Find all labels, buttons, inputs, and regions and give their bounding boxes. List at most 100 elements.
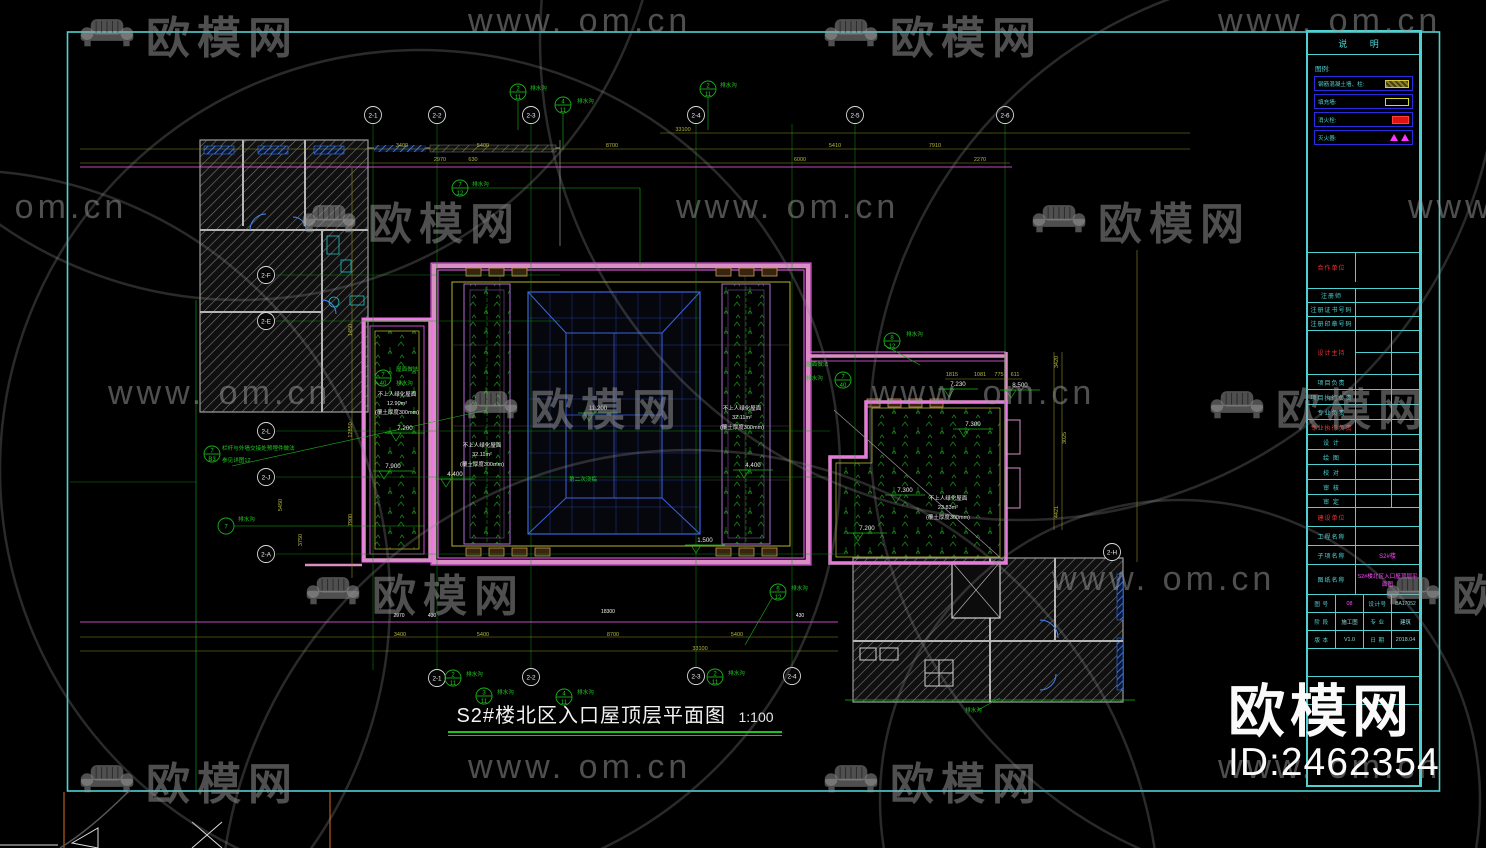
row-cooperation: 合作单位 [1308, 252, 1419, 282]
callout-sheet: 12 [889, 344, 896, 350]
annotation-text: 430 [796, 613, 805, 619]
annotation-text: 不上人绿化屋面 [378, 390, 417, 398]
annotation-text: 排水沟 [238, 515, 255, 523]
annotation-text: 参见详图12 [222, 456, 251, 464]
row-label: 子项名称 [1308, 546, 1356, 564]
elevation-value: 7.300 [897, 487, 913, 494]
annotation-text: 不上人绿化屋面 [723, 404, 762, 412]
legend-item-hydrant: 消火栓: [1314, 112, 1413, 127]
title-block-header: 说 明 [1338, 38, 1389, 49]
detail-callout [475, 687, 493, 705]
annotation-text: 不上人绿化屋面 [463, 441, 502, 449]
field-label: 图 号 [1308, 595, 1336, 612]
field-value: BA17052 [1395, 600, 1416, 607]
field-label: 专 业 [1364, 613, 1392, 630]
grid-bubble [783, 667, 801, 685]
door-arc [249, 213, 337, 315]
elevation-value: 7.230 [950, 381, 966, 388]
legend-title: 图例: [1315, 66, 1330, 73]
annotation-text: 611 [1011, 372, 1020, 378]
grid-bubble [522, 106, 540, 124]
grid-bubble [1103, 543, 1121, 561]
grid-bubble [687, 106, 705, 124]
row-empty [1308, 648, 1419, 676]
row-empty [1308, 676, 1419, 704]
detail-callout [509, 83, 527, 101]
annotation-text: (覆土厚度300mm) [460, 460, 504, 468]
annotation-text: 6000 [794, 157, 806, 163]
grid-bubble-label: 2-E [261, 318, 271, 325]
annotation-text: 33100 [692, 646, 707, 652]
drawing-title-text: S2#楼北区入口屋顶层平面图 [456, 705, 727, 727]
detail-callout [706, 668, 724, 686]
row-cert-no: 注册证书号码 [1308, 302, 1419, 316]
annotation-text: 7910 [929, 143, 941, 149]
annotation-text: 3400 [396, 143, 408, 149]
sheet-name-value: S2#楼北区入口屋顶层平面图 [1357, 573, 1418, 588]
annotation-text: 排水沟 [577, 688, 594, 696]
detail-callout [217, 517, 235, 535]
field-label: 设计号 [1364, 595, 1392, 612]
legend-label: 消火栓: [1318, 117, 1337, 124]
callout-sheet: 11 [561, 700, 568, 706]
grid-bubble [257, 422, 275, 440]
grid-bubble-label: 2-1 [368, 112, 378, 119]
row-subitem: 子项名称 S2#楼 [1308, 545, 1419, 564]
dimension-lines [80, 132, 1190, 652]
grid-bubble-label: 2-J [262, 474, 271, 481]
furniture [859, 647, 954, 687]
row-label: 注册师 [1308, 289, 1356, 302]
callout-number: 2 [451, 673, 455, 679]
annotation-text: 32.11m² [732, 415, 752, 421]
detail-callout [374, 369, 392, 387]
annotation-text: 排水沟 [728, 669, 745, 677]
row-label: 项目执行负责 [1308, 390, 1356, 404]
elevation-value: 4.400 [745, 462, 761, 469]
grid-bubble-label: 2-3 [691, 673, 701, 680]
annotation-text: 430 [428, 613, 437, 619]
grid-bubble [257, 312, 275, 330]
legend-item-concrete: 钢筋混凝土墙、柱: [1314, 76, 1413, 91]
row-discipline-lead: 专业负责 [1308, 404, 1419, 419]
detail-callout [699, 80, 717, 98]
brand-id: ID:2462354 [1228, 741, 1440, 784]
annotation-text: 33100 [675, 127, 690, 133]
annotation-text: 5400 [477, 143, 489, 149]
door-arc [1039, 619, 1059, 691]
brand-logo-text: 欧模网 [1228, 680, 1414, 744]
row-client: 建设单位 [1308, 507, 1419, 526]
grid-bubble-label: 2-A [261, 551, 272, 558]
grid-bubble [846, 106, 864, 124]
callout-sheet: 12 [457, 191, 464, 197]
row-label: 注册印章号码 [1308, 317, 1356, 330]
window-band [203, 145, 235, 155]
elevation-value: 11.200 [589, 405, 608, 412]
annotation-text: 12.90m² [387, 401, 407, 407]
annotation-text: 屋面做法 [396, 365, 419, 373]
callout-number: 2 [706, 84, 710, 90]
callout-number: 3 [482, 691, 486, 697]
row-project-exec: 项目执行负责 [1308, 389, 1419, 404]
row-label: 工程名称 [1308, 527, 1356, 545]
row-label: 设 计 [1308, 435, 1356, 449]
legend-label: 填充墙: [1318, 99, 1337, 106]
callout-number: 6 [776, 587, 780, 593]
legend-item-extinguisher: 灭火器: [1314, 130, 1413, 145]
row-label: 审 核 [1308, 480, 1356, 494]
row-label: 图纸名称 [1308, 565, 1356, 594]
annotation-text: 排水沟 [965, 706, 982, 714]
grid-bubble [257, 468, 275, 486]
callout-sheet: 11 [712, 680, 719, 686]
callout-number: 7 [224, 524, 228, 530]
window-band [1116, 637, 1124, 691]
legend-label: 钢筋混凝土墙、柱: [1318, 81, 1365, 88]
row-label: 注册证书号码 [1308, 303, 1356, 316]
annotation-text: 第二次浇捣 [569, 475, 597, 483]
grid-bubble-label: 2-3 [526, 112, 536, 119]
title-underline [448, 731, 782, 733]
annotation-text: 630 [468, 157, 477, 163]
row-empty [1308, 704, 1419, 705]
annotation-text: 排水沟 [396, 379, 413, 387]
field-label: 版 本 [1308, 631, 1336, 648]
